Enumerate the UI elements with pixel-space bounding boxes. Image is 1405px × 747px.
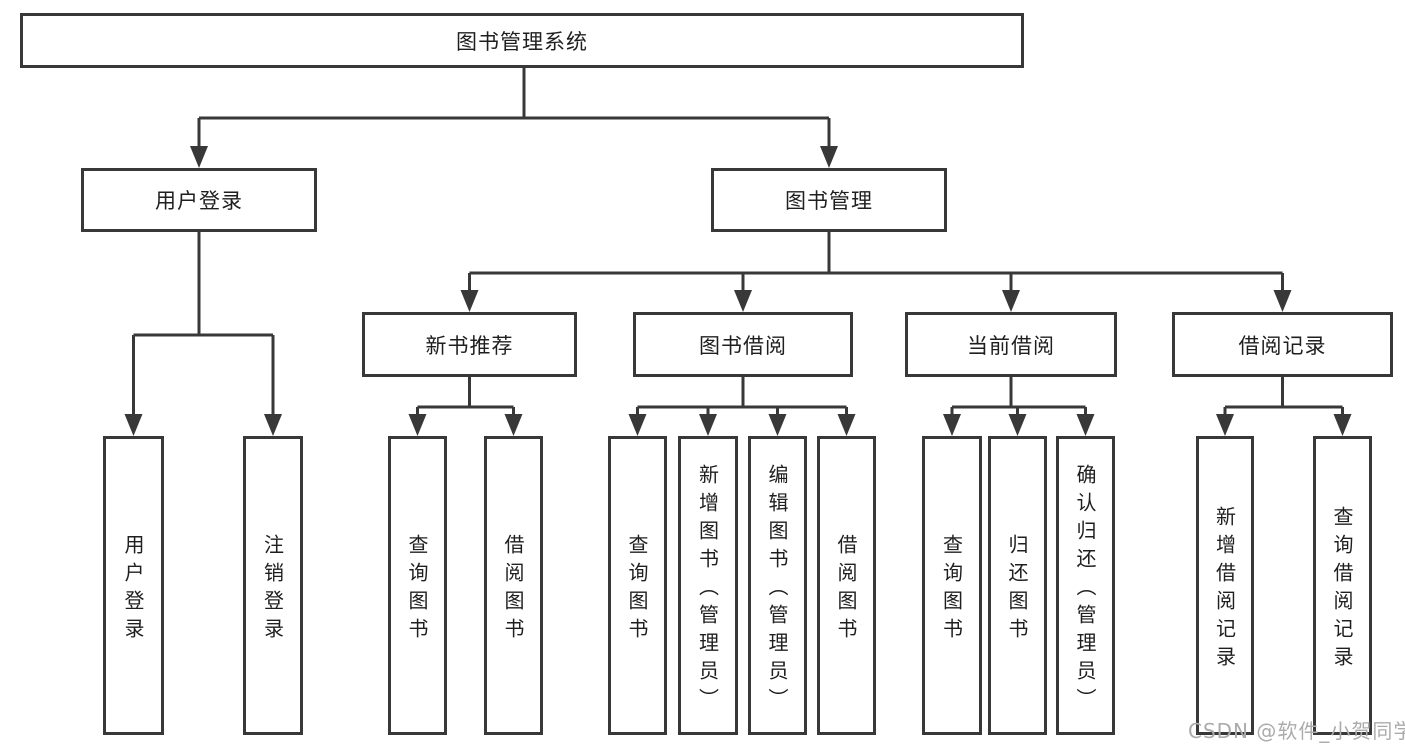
node-label: 当前借阅 (967, 333, 1055, 358)
node-label: 用户登录 (121, 533, 145, 646)
node-current-borrowing: 当前借阅 (905, 312, 1117, 377)
node-label: 注销登录 (260, 533, 285, 646)
node-leaf-logout: 注销登录 (243, 436, 303, 735)
node-label: 编辑图书（管理员） (765, 463, 789, 716)
node-leaf-add-books-admin: 新增图书（管理员） (678, 436, 738, 735)
node-leaf-query-borrow-record: 查询借阅记录 (1313, 436, 1372, 735)
node-label: 查询图书 (405, 533, 429, 646)
node-label: 新增图书（管理员） (695, 463, 720, 716)
node-leaf-add-borrow-record: 新增借阅记录 (1196, 436, 1254, 735)
node-leaf-query-books-3: 查询图书 (922, 436, 982, 735)
node-label: 用户登录 (155, 189, 243, 213)
node-leaf-query-books-2: 查询图书 (608, 436, 667, 735)
node-label: 借阅图书 (501, 533, 525, 646)
node-label: 新书推荐 (425, 333, 514, 358)
node-label: 新增借阅记录 (1212, 505, 1237, 674)
node-new-book-recommend: 新书推荐 (362, 312, 577, 377)
node-book-management: 图书管理 (711, 168, 947, 232)
node-user-login: 用户登录 (81, 168, 317, 232)
node-label: 归还图书 (1005, 533, 1029, 646)
node-label: 图书管理系统 (456, 29, 588, 54)
node-book-borrowing: 图书借阅 (633, 312, 853, 377)
node-library-management-system: 图书管理系统 (20, 13, 1024, 68)
node-leaf-query-books-1: 查询图书 (388, 436, 447, 735)
node-leaf-borrow-books-2: 借阅图书 (817, 436, 876, 735)
node-label: 确认归还（管理员） (1073, 463, 1097, 716)
node-label: 查询图书 (939, 533, 964, 646)
node-label: 查询图书 (625, 533, 649, 646)
node-label: 借阅记录 (1238, 333, 1327, 358)
node-borrowing-records: 借阅记录 (1172, 312, 1393, 377)
node-leaf-confirm-return-admin: 确认归还（管理员） (1056, 436, 1115, 735)
node-leaf-borrow-books-1: 借阅图书 (484, 436, 543, 735)
node-label: 图书管理 (785, 189, 873, 213)
node-leaf-return-books: 归还图书 (988, 436, 1047, 735)
node-label: 查询借阅记录 (1330, 505, 1354, 674)
node-label: 图书借阅 (699, 333, 787, 358)
node-leaf-edit-books-admin: 编辑图书（管理员） (748, 436, 807, 735)
watermark-text: CSDN @软件_小贺同学 (1188, 719, 1405, 743)
node-leaf-user-login: 用户登录 (103, 436, 164, 735)
node-label: 借阅图书 (834, 533, 858, 646)
